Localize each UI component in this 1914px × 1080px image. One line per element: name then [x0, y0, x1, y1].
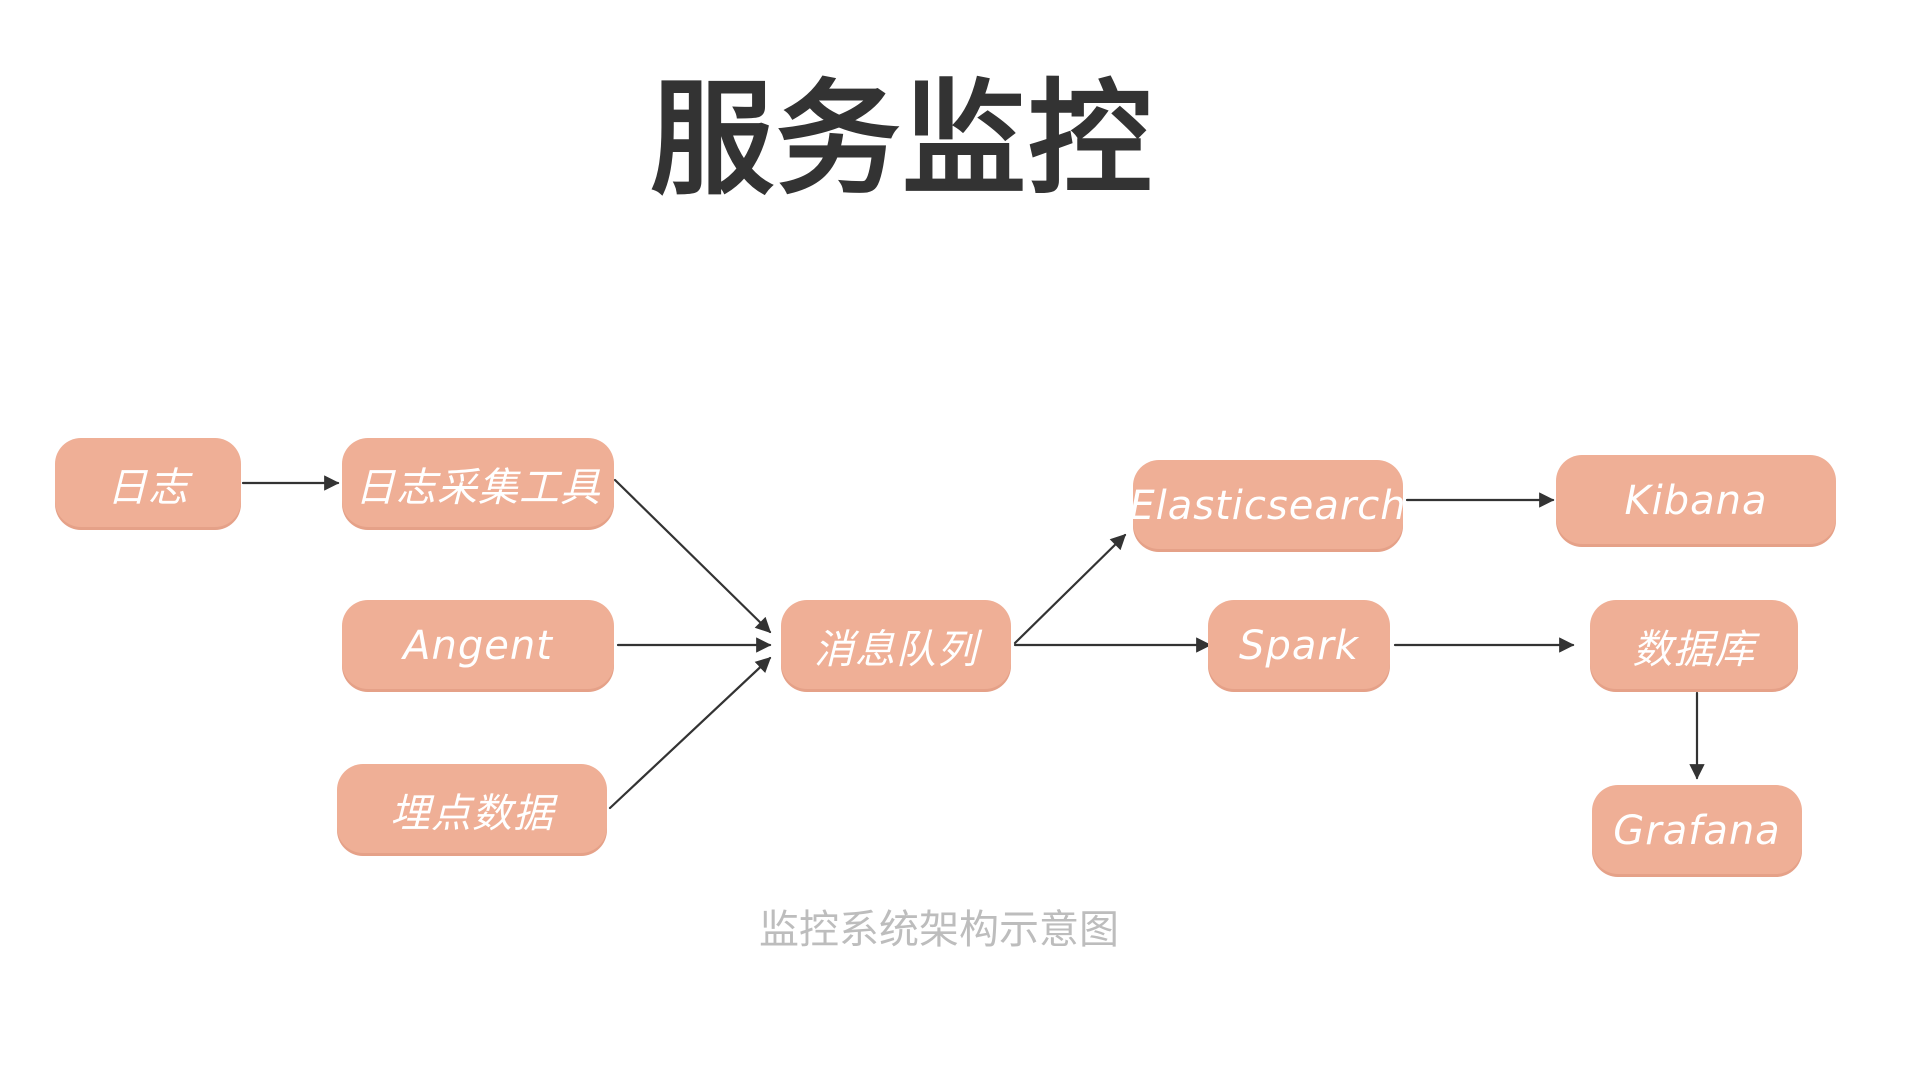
node-grafana-label: Grafana	[1613, 808, 1781, 854]
node-message-queue: 消息队列	[781, 600, 1011, 692]
node-database-label: 数据库	[1632, 627, 1756, 673]
node-grafana: Grafana	[1592, 785, 1802, 877]
arrow-tracking-to-queue	[608, 656, 772, 810]
node-message-queue-label: 消息队列	[814, 627, 978, 673]
diagram-caption: 监控系统架构示意图	[759, 907, 1119, 953]
node-kibana-label: Kibana	[1624, 478, 1768, 524]
node-agent-label: Angent	[403, 623, 553, 669]
arrow-collector-to-queue	[613, 478, 772, 634]
arrow-queue-to-elasticsearch	[1013, 533, 1127, 645]
node-log-label: 日志	[107, 465, 189, 511]
node-spark: Spark	[1208, 600, 1390, 692]
node-spark-label: Spark	[1239, 623, 1359, 669]
node-agent: Angent	[342, 600, 614, 692]
node-database: 数据库	[1590, 600, 1798, 692]
node-elasticsearch: Elasticsearch	[1129, 460, 1406, 552]
page-title: 服务监控	[649, 68, 1154, 212]
node-log-collector-label: 日志采集工具	[355, 465, 601, 511]
node-kibana: Kibana	[1556, 455, 1836, 547]
node-tracking-data: 埋点数据	[337, 764, 607, 856]
node-log-collector: 日志采集工具	[342, 438, 614, 530]
node-elasticsearch-label: Elasticsearch	[1129, 483, 1407, 529]
node-tracking-data-label: 埋点数据	[390, 791, 554, 837]
node-log: 日志	[55, 438, 241, 530]
